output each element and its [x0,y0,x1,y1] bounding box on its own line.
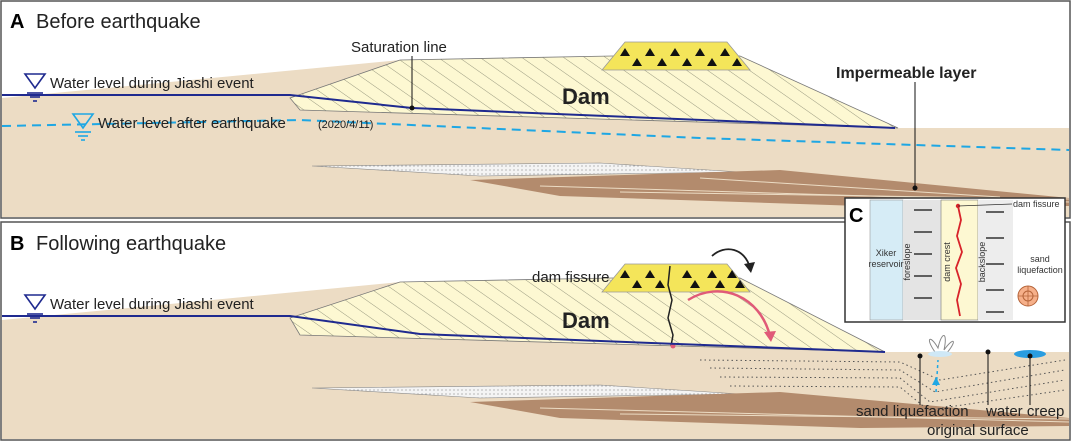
panel-b-sand-fountain [928,335,954,393]
panel-a-saturation-dot [409,105,415,111]
panel-b-impermeable-layer [470,392,1069,428]
panel-a-impermeable-dot [912,185,918,191]
panel-a-impermeable-label: Impermeable layer [836,65,977,82]
panel-a-water-jiashi-label: Water level during Jiashi event [50,75,255,92]
panel-a-saturation-line [2,94,896,129]
panel-b-crest-triangles [620,270,745,288]
panel-b-pink-arrowhead [764,331,776,342]
panel-b-leaders [919,352,1031,405]
panel-b-creep-label: water creep [985,403,1064,420]
panel-a-title: Before earthquake [36,11,201,33]
panel-c: C Xiker reservoir foreslope dam crest ba… [844,197,1066,323]
panel-b-fissure-crack [667,265,674,347]
panel-a-water-symbol-light [71,113,95,141]
panel-b-surface-dot [985,349,991,355]
panel-a: A Before earthquake Saturation line Wate… [0,0,1071,219]
panel-a-water-after-date: (2020/4/11) [318,119,373,131]
panel-c-backslope-label: backslope [977,242,987,283]
panel-b-water-line [2,315,886,353]
panel-b-pink-arc [687,290,772,337]
panel-a-crest-triangles [620,48,742,66]
panel-c-fissure-leader [957,203,1013,207]
panel-b-fissure-label: dam fissure [532,269,610,286]
panel-a-letter: A [10,11,24,33]
panel-c-slope-ticks [914,209,1004,313]
panel-b-surface-label: original surface [927,422,1029,439]
panel-c-sand-line1: sand [1030,254,1050,264]
panel-c-sand-symbol [1017,285,1039,307]
panel-b-dam-label: Dam [562,308,610,333]
panel-b-layer-lines [539,407,1070,423]
panel-b-letter: B [10,233,24,255]
panel-c-backslope [978,200,1013,320]
panel-a-dam-label: Dam [562,84,610,109]
panel-a-water-after-line [1,118,1070,151]
panel-c-fissure-label: dam fissure [1013,199,1060,209]
panel-c-foreslope [903,200,941,320]
panel-a-water-after-label: Water level after earthquake [98,115,286,132]
panel-c-fissure-trace [955,205,963,317]
panel-b-sand-dot [917,353,923,359]
panel-b-creep-dot [1027,353,1033,359]
panel-c-crest-label: dam crest [942,242,952,282]
panel-b-sand-label: sand liquefaction [856,403,969,420]
panel-c-reservoir-line1: Xiker [876,248,897,258]
panel-a-saturation-label: Saturation line [351,39,447,56]
panel-c-letter: C [849,205,863,227]
panel-a-water-symbol-dark [23,73,47,102]
panel-b-rotation-arrowhead [744,262,755,273]
panel-c-foreslope-label: foreslope [902,243,912,280]
panel-c-reservoir [869,199,904,321]
panel-c-sand-line2: liquefaction [1017,265,1063,275]
panel-b-dam-body [289,277,886,353]
panel-b-title: Following earthquake [36,233,226,255]
panel-b-water-jiashi-label: Water level during Jiashi event [50,296,255,313]
panel-c-reservoir-line2: reservoir [868,259,903,269]
panel-b-water-symbol [23,294,47,323]
